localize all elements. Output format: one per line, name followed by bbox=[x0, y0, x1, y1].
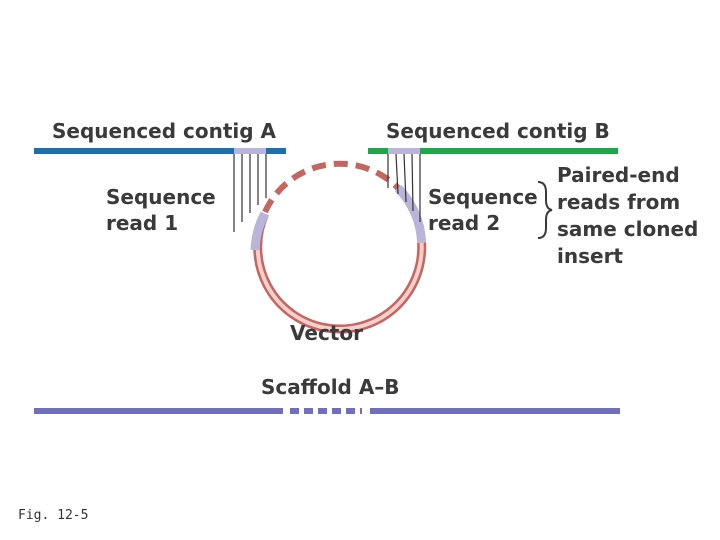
read-1-label-line1: Sequence bbox=[106, 185, 216, 209]
read-1-arc bbox=[250, 211, 269, 251]
scaffold-label: Scaffold A–B bbox=[261, 375, 400, 399]
read-2-connectors bbox=[387, 153, 421, 222]
vector-circle bbox=[253, 211, 427, 334]
read-2-arc bbox=[394, 184, 427, 243]
read-2-label-line2: read 2 bbox=[428, 211, 500, 235]
paired-end-line3: same cloned bbox=[557, 217, 698, 241]
paired-end-line2: reads from bbox=[557, 190, 680, 214]
contig-b-label: Sequenced contig B bbox=[386, 119, 610, 143]
read-1-label-line2: read 1 bbox=[106, 211, 178, 235]
contig-a-label: Sequenced contig A bbox=[52, 119, 277, 143]
paired-end-line1: Paired-end bbox=[557, 163, 680, 187]
figure-caption: Fig. 12-5 bbox=[18, 508, 89, 523]
read-2-label-line1: Sequence bbox=[428, 185, 538, 209]
read-1-connectors bbox=[233, 154, 267, 232]
vector-gap-dashed bbox=[262, 160, 401, 214]
brace-icon bbox=[537, 181, 553, 239]
vector-circle-highlight bbox=[255, 212, 424, 332]
paired-end-line4: insert bbox=[557, 244, 623, 268]
vector-label: Vector bbox=[290, 321, 363, 345]
